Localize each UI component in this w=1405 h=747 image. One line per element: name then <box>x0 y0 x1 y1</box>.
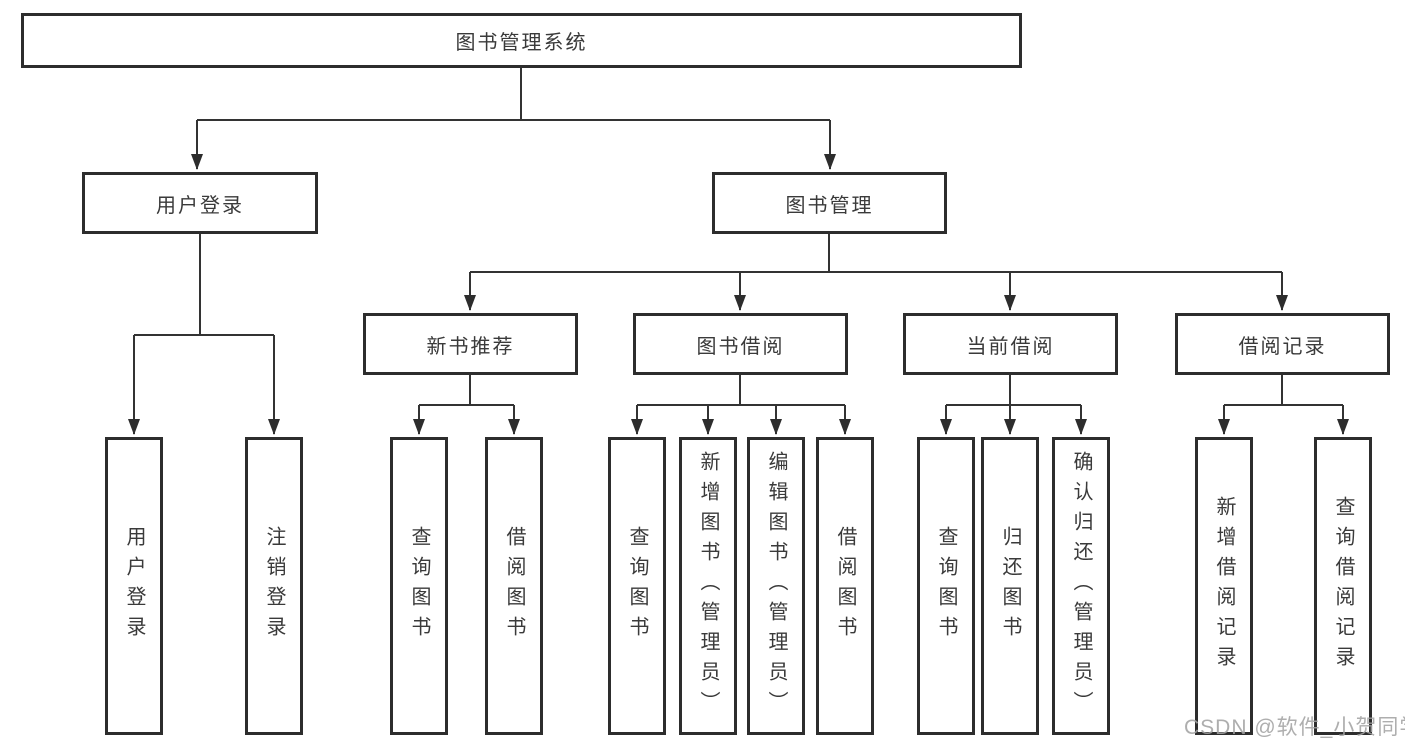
node-label: 用户登录 <box>123 526 145 646</box>
node-label: 用户登录 <box>156 194 244 217</box>
leaf-return-books: 归还图书 <box>981 437 1039 735</box>
leaf-user-login: 用户登录 <box>105 437 163 735</box>
node-library-system-root: 图书管理系统 <box>21 13 1022 68</box>
node-label: 新增借阅记录 <box>1213 496 1235 676</box>
node-label: 新增图书（管理员） <box>697 451 719 721</box>
node-book-management: 图书管理 <box>712 172 947 234</box>
node-label: 编辑图书（管理员） <box>765 451 787 721</box>
leaf-borrow-books: 借阅图书 <box>816 437 874 735</box>
node-label: 借阅图书 <box>834 526 856 646</box>
leaf-query-books-borrow: 查询图书 <box>608 437 666 735</box>
leaf-edit-book-admin: 编辑图书（管理员） <box>747 437 805 735</box>
node-borrow-records: 借阅记录 <box>1175 313 1390 375</box>
node-label: 查询图书 <box>626 526 648 646</box>
node-label: 借阅图书 <box>503 526 525 646</box>
leaf-query-borrow-record: 查询借阅记录 <box>1314 437 1372 735</box>
leaf-query-books-current: 查询图书 <box>917 437 975 735</box>
leaf-confirm-return-admin: 确认归还（管理员） <box>1052 437 1110 735</box>
node-label: 注销登录 <box>263 526 285 646</box>
node-label: 归还图书 <box>999 526 1021 646</box>
node-book-borrow: 图书借阅 <box>633 313 848 375</box>
node-label: 查询图书 <box>935 526 957 646</box>
node-label: 查询图书 <box>408 526 430 646</box>
leaf-logout: 注销登录 <box>245 437 303 735</box>
node-label: 查询借阅记录 <box>1332 496 1354 676</box>
leaf-borrow-books-recommend: 借阅图书 <box>485 437 543 735</box>
node-user-login: 用户登录 <box>82 172 318 234</box>
csdn-watermark: CSDN @软件_小贺同学 <box>1184 716 1405 739</box>
node-new-book-recommend: 新书推荐 <box>363 313 578 375</box>
node-label: 确认归还（管理员） <box>1070 451 1092 721</box>
node-label: 当前借阅 <box>966 335 1055 358</box>
node-label: 新书推荐 <box>426 335 515 358</box>
leaf-query-books-recommend: 查询图书 <box>390 437 448 735</box>
node-label: 图书借阅 <box>696 335 785 358</box>
node-current-borrow: 当前借阅 <box>903 313 1118 375</box>
leaf-add-book-admin: 新增图书（管理员） <box>679 437 737 735</box>
leaf-add-borrow-record: 新增借阅记录 <box>1195 437 1253 735</box>
node-label: 借阅记录 <box>1238 335 1327 358</box>
node-label: 图书管理 <box>785 194 874 217</box>
node-label: 图书管理系统 <box>455 32 588 54</box>
